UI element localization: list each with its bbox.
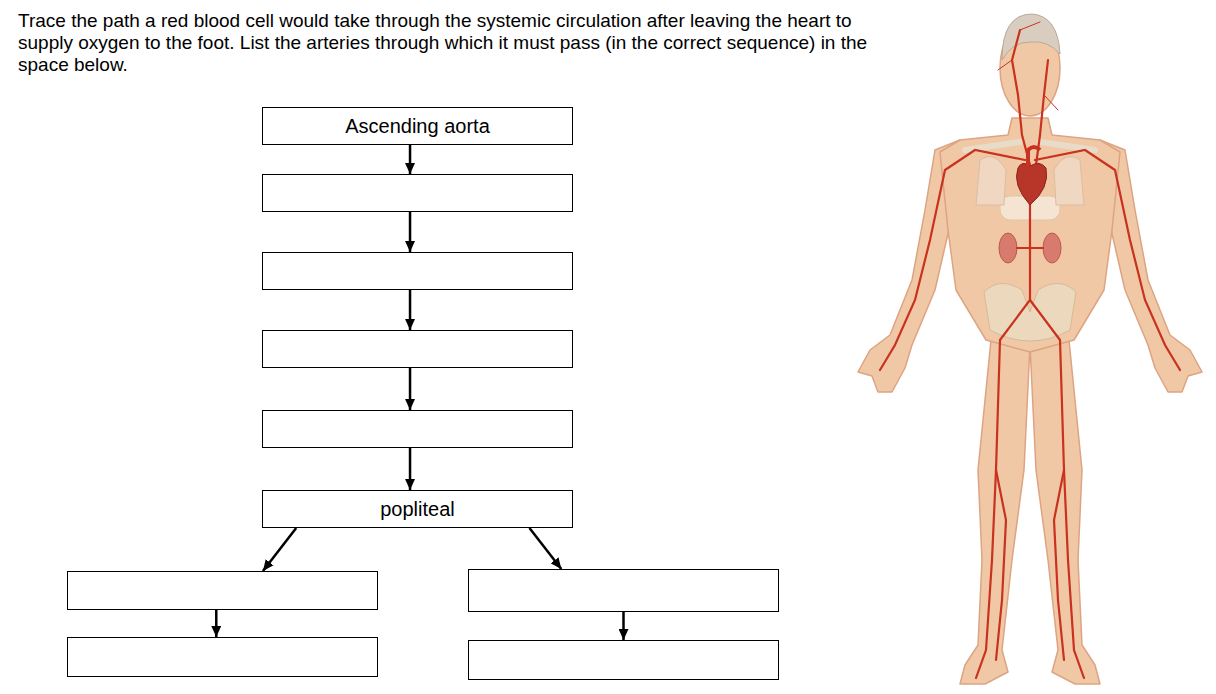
instruction-text: Trace the path a red blood cell would ta… <box>18 10 898 76</box>
answer-box <box>468 640 779 680</box>
flow-arrow <box>409 448 412 490</box>
answer-box <box>67 571 378 610</box>
artery-label: popliteal <box>374 498 461 521</box>
flow-arrow <box>263 528 296 571</box>
answer-box <box>262 252 573 290</box>
answer-box <box>262 410 573 448</box>
flow-arrow <box>409 290 412 330</box>
flow-arrow <box>215 610 218 637</box>
answer-box: Ascending aorta <box>262 107 573 145</box>
artery-label: Ascending aorta <box>339 115 496 138</box>
answer-box: popliteal <box>262 490 573 528</box>
answer-box <box>262 174 573 212</box>
answer-box <box>262 330 573 368</box>
answer-box <box>468 569 779 612</box>
flow-arrow <box>409 145 412 174</box>
flow-arrow <box>622 612 625 640</box>
flow-arrow <box>409 368 412 410</box>
answer-box <box>67 637 378 677</box>
flow-arrow <box>529 528 561 569</box>
flow-arrow <box>409 212 412 252</box>
